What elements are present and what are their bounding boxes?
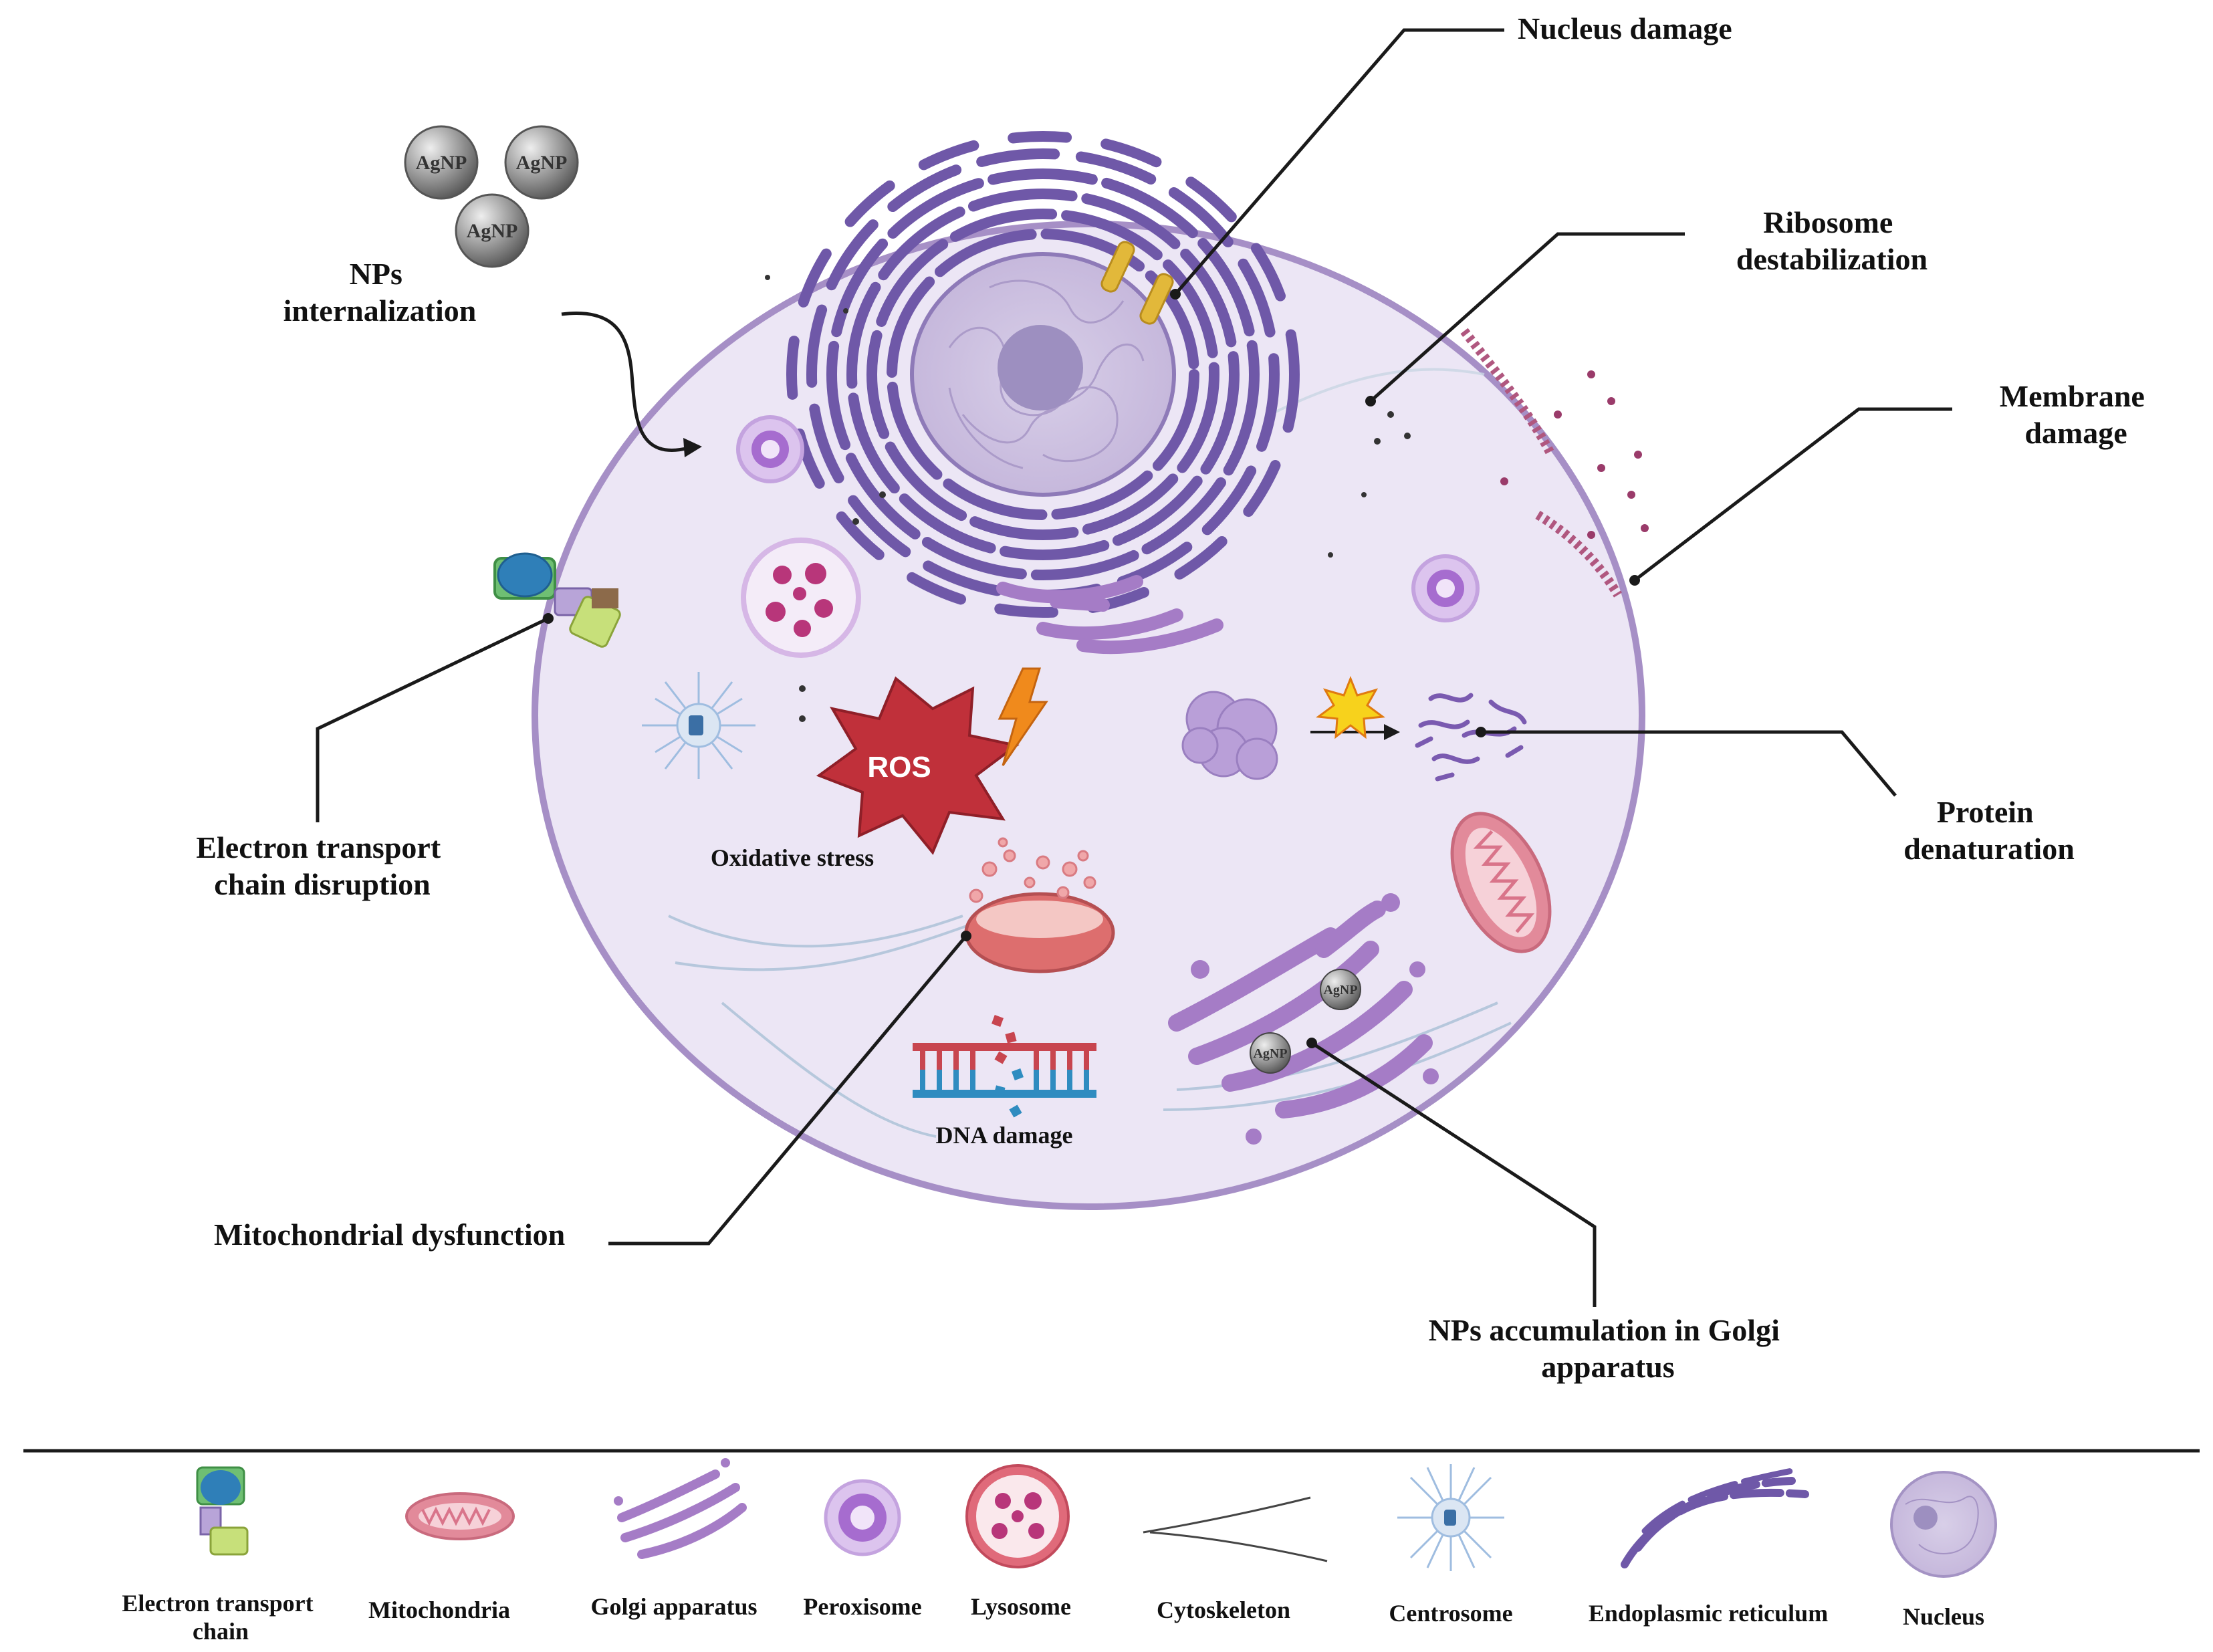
svg-text:AgNP: AgNP (1323, 983, 1357, 997)
ros-label: ROS (867, 751, 931, 784)
legend-label-lysosome: Lysosome (971, 1593, 1071, 1620)
svg-text:AgNP: AgNP (467, 220, 518, 242)
membrane-fragments (1500, 370, 1649, 539)
legend-label-mitochondria: Mitochondria (368, 1597, 510, 1623)
peroxisome-right (1411, 554, 1480, 622)
agnp-particle-3: AgNP (455, 193, 530, 268)
legend-label-etc: Electron transport chain (122, 1590, 319, 1645)
damaged-mitochondrion (964, 837, 1115, 973)
nucleus (910, 241, 1176, 497)
dna-damage-label: DNA damage (936, 1122, 1073, 1149)
legend-label-golgi: Golgi apparatus (590, 1593, 757, 1620)
legend-icon-cytoskeleton (1143, 1496, 1328, 1562)
agnp-particle-2: AgNP (504, 125, 579, 200)
legend-icon-mitochondria (405, 1492, 515, 1540)
golgi-agnp-2: AgNP (1250, 1032, 1291, 1074)
golgi-top (996, 575, 1224, 655)
legend-icon-nucleus (1890, 1471, 1997, 1578)
nucleolus (998, 325, 1083, 410)
golgi-line (1310, 1041, 1597, 1307)
protein-line (1481, 730, 1897, 797)
ribosome-label: Ribosome destabilization (1736, 205, 1928, 276)
membrane-line (1633, 407, 1952, 582)
mito-line (608, 935, 967, 1246)
etc-line (316, 616, 550, 822)
lightning-bolt-icon (998, 667, 1048, 766)
golgi-bottom (1168, 901, 1433, 1118)
ros-burst: ROS (816, 676, 1020, 855)
svg-text:AgNP: AgNP (416, 152, 467, 174)
centrosome-cell (642, 672, 755, 779)
legend-label-peroxisome: Peroxisome (803, 1593, 921, 1620)
golgi-agnp-1: AgNP (1320, 969, 1361, 1010)
legend-label-nucleus: Nucleus (1903, 1603, 1984, 1630)
nucleus-damage-line (1174, 28, 1504, 296)
heat-star-icon (1316, 675, 1385, 739)
dna-damage-graphic (913, 1015, 1096, 1118)
nucleus-damage-label: Nucleus damage (1518, 11, 1732, 45)
svg-text:AgNP: AgNP (516, 152, 568, 174)
legend-icon-etc (196, 1466, 249, 1556)
agnp-particle-1: AgNP (404, 125, 479, 200)
legend-icon-centrosome (1397, 1464, 1504, 1571)
internalization-arrow (561, 312, 689, 452)
protein-denaturation-label: Protein denaturation (1903, 795, 2075, 866)
mitochondrial-dysfunction-label: Mitochondrial dysfunction (214, 1217, 565, 1252)
golgi-accumulation-label: NPs accumulation in Golgi apparatus (1429, 1313, 1788, 1384)
legend-label-cytoskeleton: Cytoskeleton (1157, 1597, 1290, 1623)
protein-aggregate (1181, 691, 1278, 780)
legend-icon-er (1621, 1467, 1809, 1568)
legend-icon-peroxisome (824, 1479, 901, 1556)
legend-label-er: Endoplasmic reticulum (1589, 1600, 1828, 1627)
nucleus-damage-marker (1100, 241, 1135, 293)
ribosome-line (1369, 232, 1685, 402)
peroxisome-left (736, 415, 804, 483)
legend-icon-lysosome (965, 1464, 1070, 1568)
golgi-vesicles (1191, 893, 1439, 1145)
mitochondrion-right (1450, 812, 1552, 953)
lysosome-cell (741, 538, 861, 658)
legend-label-centrosome: Centrosome (1389, 1600, 1512, 1627)
etc-complex-cell (493, 552, 621, 648)
membrane-label: Membrane damage (2000, 379, 2153, 450)
svg-text:AgNP: AgNP (1253, 1046, 1287, 1061)
etc-disruption-label: Electron transport chain disruption (196, 830, 448, 901)
np-internalization-label: NPs internalization (283, 257, 477, 328)
endoplasmic-reticulum (786, 131, 1300, 618)
oxidative-stress-label: Oxidative stress (711, 844, 874, 871)
legend-icon-golgi (614, 1458, 747, 1559)
membrane-damage (1460, 328, 1623, 598)
